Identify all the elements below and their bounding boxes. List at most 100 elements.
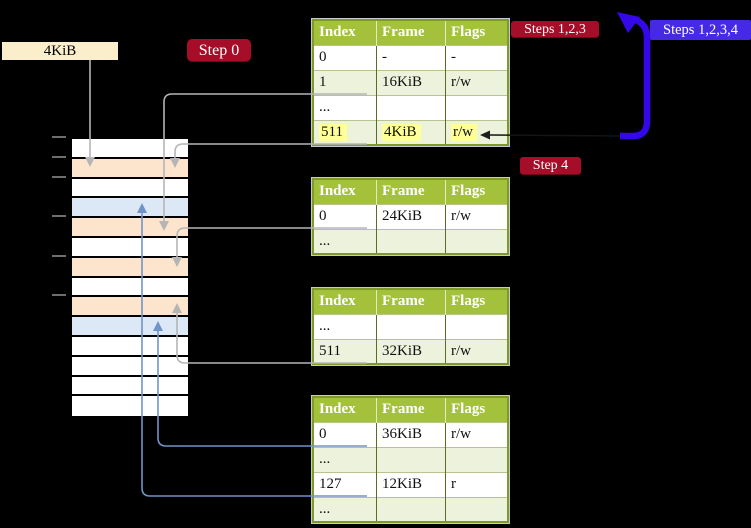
frame-cell: 32KiB	[376, 338, 446, 364]
column-header-flags: Flags	[445, 179, 508, 204]
memory-frame-row-blue	[72, 317, 188, 337]
frame-cell: 4KiB	[376, 119, 446, 145]
frame-size-label: 4KiB	[2, 42, 118, 60]
recursive-loop-arrowhead-icon	[617, 12, 640, 33]
address-tick	[52, 175, 66, 178]
memory-frame-row-blue	[72, 198, 188, 219]
memory-frame-row-white	[72, 178, 188, 199]
column-header-frame: Frame	[376, 179, 446, 204]
step4-badge: Step 4	[520, 157, 581, 175]
index-cell: 0	[313, 44, 377, 70]
frame-cell: -	[376, 44, 446, 70]
frame-cell	[376, 496, 446, 522]
index-cell: ...	[313, 496, 377, 522]
memory-frame-row-white	[72, 336, 188, 357]
index-cell: 1	[313, 69, 377, 95]
memory-frame-row-peach	[72, 297, 188, 318]
column-header-flags: Flags	[445, 20, 508, 45]
recursive-loop-arrow	[620, 17, 651, 140]
column-header-index: Index	[313, 179, 377, 204]
flags-cell	[445, 496, 508, 522]
flags-cell: r/w	[445, 421, 508, 447]
address-tick	[52, 294, 66, 297]
flags-cell: r	[445, 471, 508, 497]
memory-frame-row-peach	[72, 158, 188, 179]
frame-cell: 12KiB	[376, 471, 446, 497]
table-row-index-dotsdotsdots: ...	[313, 496, 508, 522]
memory-frame-row-white	[72, 139, 188, 159]
column-header-flags: Flags	[445, 289, 508, 314]
pt1-entry511-to-frame-4kib-line	[174, 143, 367, 158]
index-cell: 511	[313, 119, 377, 145]
column-header-index: Index	[313, 20, 377, 45]
flags-cell: -	[445, 44, 508, 70]
frame-cell: 24KiB	[376, 203, 446, 229]
frame-cell	[376, 446, 446, 472]
flags-cell	[445, 94, 508, 120]
steps-123-badge: Steps 1,2,3	[511, 21, 599, 38]
table-row-index-dotsdotsdots: ...	[313, 313, 508, 339]
table-row-index-dotsdotsdots: ...	[313, 446, 508, 472]
frame-cell: 36KiB	[376, 421, 446, 447]
index-cell: 511	[313, 338, 377, 364]
memory-frame-row-white	[72, 356, 188, 377]
address-tick	[52, 155, 66, 158]
memory-frame-row-white	[72, 376, 188, 397]
steps-1234-badge: Steps 1,2,3,4	[650, 20, 751, 40]
flags-cell	[445, 446, 508, 472]
index-cell: 127	[313, 471, 377, 497]
flags-cell: r/w	[445, 69, 508, 95]
frame-cell	[376, 94, 446, 120]
table-row-index-dotsdotsdots: ...	[313, 94, 508, 120]
frame-cell	[376, 313, 446, 339]
table-row-index-0: 0--	[313, 44, 508, 70]
index-cell: 0	[313, 203, 377, 229]
physical-memory-strip	[70, 137, 190, 419]
column-header-index: Index	[313, 289, 377, 314]
table-row-index-511: 511 4KiB r/w	[313, 119, 508, 145]
column-header-flags: Flags	[445, 397, 508, 422]
address-tick	[52, 254, 66, 257]
column-header-frame: Frame	[376, 397, 446, 422]
highlighted-value: 4KiB	[382, 123, 421, 141]
flags-cell	[445, 228, 508, 254]
flags-cell: r/w	[445, 203, 508, 229]
frame-cell	[376, 228, 446, 254]
column-header-frame: Frame	[376, 289, 446, 314]
column-header-frame: Frame	[376, 20, 446, 45]
flags-cell: r/w	[445, 338, 508, 364]
memory-frame-row-white	[72, 237, 188, 258]
index-cell: ...	[313, 94, 377, 120]
step0-badge: Step 0	[187, 39, 251, 62]
table-row-index-dotsdotsdots: ...	[313, 228, 508, 254]
frame-cell: 16KiB	[376, 69, 446, 95]
column-header-index: Index	[313, 397, 377, 422]
memory-frame-row-white	[72, 277, 188, 298]
memory-frame-row-white	[72, 396, 188, 417]
index-cell: ...	[313, 313, 377, 339]
address-tick	[52, 215, 66, 218]
memory-frame-row-peach	[72, 218, 188, 238]
index-cell: ...	[313, 228, 377, 254]
address-tick	[52, 136, 66, 138]
memory-frame-row-peach	[72, 257, 188, 278]
flags-cell: r/w	[445, 119, 508, 145]
highlighted-value: r/w	[451, 123, 477, 141]
